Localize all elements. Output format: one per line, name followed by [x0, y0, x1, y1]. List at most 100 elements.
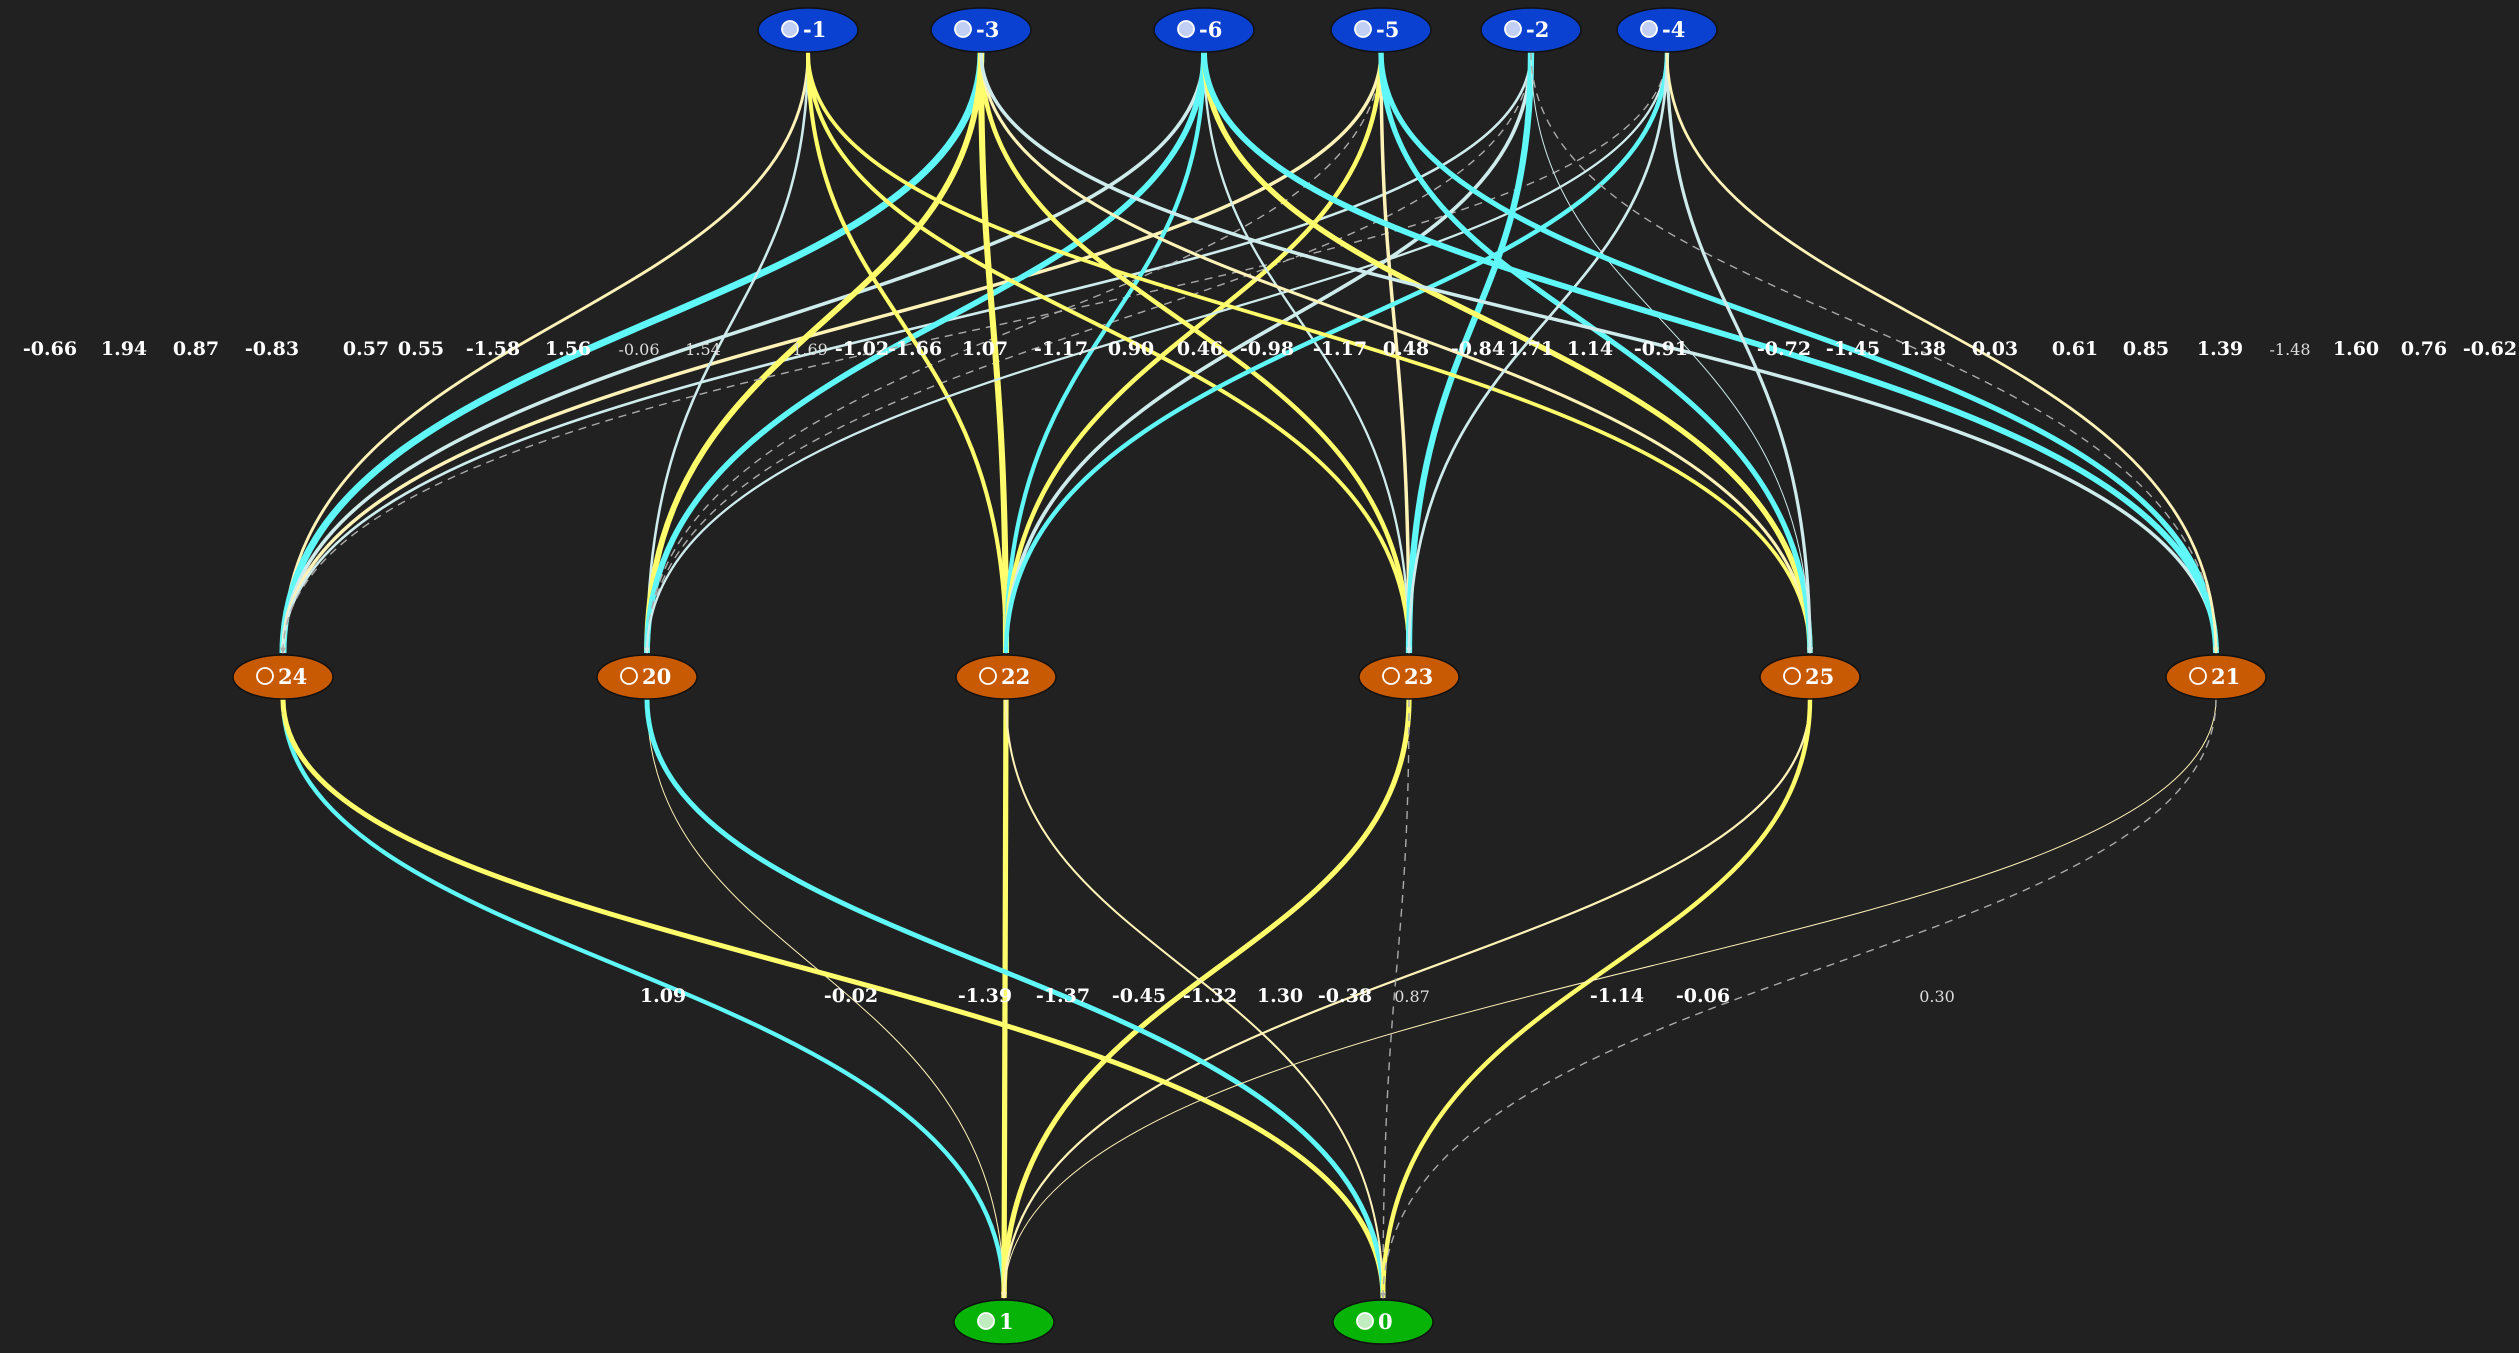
- edge-weight-label--6-to-20: 1.56: [545, 338, 591, 360]
- edge-24-to-1: [280, 698, 1007, 1299]
- edge--2-to-21: [1530, 51, 2219, 654]
- edge-weight-label--2-to-24: 0.57: [343, 338, 389, 360]
- edge-weight-label-20-to-1: -0.02: [824, 985, 878, 1007]
- edge-weight-label-24-to-0: -1.32: [1183, 985, 1237, 1007]
- edge-23-to-1: [1001, 698, 1412, 1299]
- edge-weight-label-22-to-1: -1.39: [958, 985, 1012, 1007]
- node-hidden-24[interactable]: 24: [232, 654, 334, 700]
- edge--2-to-20: [644, 51, 1532, 654]
- node-shape--4: [1616, 7, 1718, 53]
- edge--5-to-20: [644, 51, 1382, 654]
- node-label--6: -6: [1199, 17, 1222, 42]
- edge-weight-label-21-to-0: 0.30: [1919, 987, 1955, 1006]
- node-shape--1: [757, 7, 859, 53]
- edge--3-to-22: [977, 51, 1010, 654]
- node-shape-21: [2165, 654, 2267, 700]
- edge--6-to-25: [1201, 51, 1813, 654]
- node-shape-24: [232, 654, 334, 700]
- edge-weight-label--1-to-22: -1.02: [835, 338, 889, 360]
- hatched-circle-icon: [1177, 20, 1195, 38]
- edge-layer: [279, 51, 2219, 1299]
- node-label-20: 20: [642, 664, 671, 689]
- edge--4-to-22: [1003, 51, 1670, 654]
- hollow-circle-icon: [1382, 667, 1400, 685]
- edge-weight-label-21-to-1: -0.06: [1676, 985, 1730, 1007]
- edge-weight-label--4-to-20: 0.46: [1177, 338, 1223, 360]
- edge-weight-label--6-to-21: 1.60: [2333, 338, 2379, 360]
- node-input--4[interactable]: -4: [1616, 7, 1718, 53]
- edge--5-to-21: [1378, 51, 2219, 654]
- node-hidden-21[interactable]: 21: [2165, 654, 2267, 700]
- hatched-circle-icon: [954, 20, 972, 38]
- edge--2-to-22: [1003, 51, 1533, 654]
- edge-weight-label--1-to-25: -0.91: [1634, 338, 1688, 360]
- node-label-24: 24: [278, 664, 307, 689]
- hollow-circle-icon: [620, 667, 638, 685]
- hatched-circle-icon: [1504, 20, 1522, 38]
- edge--3-to-24: [279, 51, 985, 654]
- edge--1-to-23: [806, 51, 1412, 654]
- node-hidden-23[interactable]: 23: [1358, 654, 1460, 700]
- node-output-1[interactable]: 1: [953, 1299, 1055, 1345]
- node-input--2[interactable]: -2: [1480, 7, 1582, 53]
- edge-weight-label-23-to-1: -1.37: [1036, 985, 1090, 1007]
- node-shape--5: [1330, 7, 1432, 53]
- node-label--1: -1: [803, 17, 826, 42]
- edge-weight-label--4-to-25: 0.76: [2401, 338, 2447, 360]
- edge-weight-label-20-to-0: 1.30: [1257, 985, 1303, 1007]
- edge-weight-label--5-to-22: -1.17: [1034, 338, 1088, 360]
- node-shape-22: [955, 654, 1057, 700]
- edge-weight-label--6-to-24: 0.87: [173, 338, 219, 360]
- node-label-21: 21: [2211, 664, 2240, 689]
- node-label-22: 22: [1001, 664, 1030, 689]
- edge-weight-label--1-to-20: 0.55: [398, 338, 444, 360]
- edge--4-to-20: [644, 51, 1669, 654]
- node-label-23: 23: [1404, 664, 1433, 689]
- edge-weight-label--5-to-21: 1.39: [2197, 338, 2243, 360]
- node-input--1[interactable]: -1: [757, 7, 859, 53]
- node-label-0: 0: [1378, 1309, 1393, 1334]
- edge-22-to-1: [1001, 698, 1009, 1299]
- edge-weight-label-23-to-0: 0.87: [1394, 987, 1430, 1006]
- node-input--5[interactable]: -5: [1330, 7, 1432, 53]
- node-shape-23: [1358, 654, 1460, 700]
- edge--4-to-25: [1665, 51, 1813, 654]
- node-label-25: 25: [1805, 664, 1834, 689]
- node-hidden-25[interactable]: 25: [1759, 654, 1861, 700]
- edge--6-to-20: [644, 51, 1207, 654]
- edge-weight-label--6-to-23: 0.48: [1383, 338, 1429, 360]
- edge-weight-label--3-to-21: 0.85: [2123, 338, 2169, 360]
- edge-weight-label--5-to-24: -0.83: [245, 338, 299, 360]
- node-shape--6: [1153, 7, 1255, 53]
- node-shape--3: [930, 7, 1032, 53]
- edge--1-to-25: [806, 51, 1813, 654]
- node-output-0[interactable]: 0: [1332, 1299, 1434, 1345]
- edge--6-to-21: [1201, 51, 2219, 654]
- edge-weight-label-25-to-0: -1.14: [1590, 985, 1644, 1007]
- edge-weight-label--2-to-25: 0.03: [1972, 338, 2018, 360]
- edge-weight-label--2-to-20: 1.54: [685, 340, 721, 359]
- node-input--6[interactable]: -6: [1153, 7, 1255, 53]
- edge-weight-label-25-to-1: -0.45: [1112, 985, 1166, 1007]
- node-hidden-20[interactable]: 20: [596, 654, 698, 700]
- edge-weight-label--5-to-25: 1.38: [1900, 338, 1946, 360]
- edge-20-to-0: [644, 698, 1386, 1299]
- edge-weight-label--5-to-23: -0.84: [1451, 338, 1505, 360]
- edge-22-to-0: [1004, 698, 1386, 1299]
- edge--1-to-22: [805, 51, 1009, 654]
- edge-weight-label--1-to-24: -0.66: [23, 338, 77, 360]
- edge-weight-label--4-to-23: 0.61: [2052, 338, 2098, 360]
- node-shape--2: [1480, 7, 1582, 53]
- node-hidden-22[interactable]: 22: [955, 654, 1057, 700]
- node-label--3: -3: [976, 17, 999, 42]
- hollow-circle-icon: [2189, 667, 2207, 685]
- hatched-circle-icon: [1356, 1312, 1374, 1330]
- edge-21-to-0: [1380, 698, 2217, 1299]
- edge-weight-label--3-to-24: 1.94: [101, 338, 147, 360]
- edge-25-to-1: [1001, 698, 1812, 1299]
- node-input--3[interactable]: -3: [930, 7, 1032, 53]
- edge--2-to-23: [1405, 51, 1535, 654]
- edge--2-to-25: [1530, 51, 1813, 654]
